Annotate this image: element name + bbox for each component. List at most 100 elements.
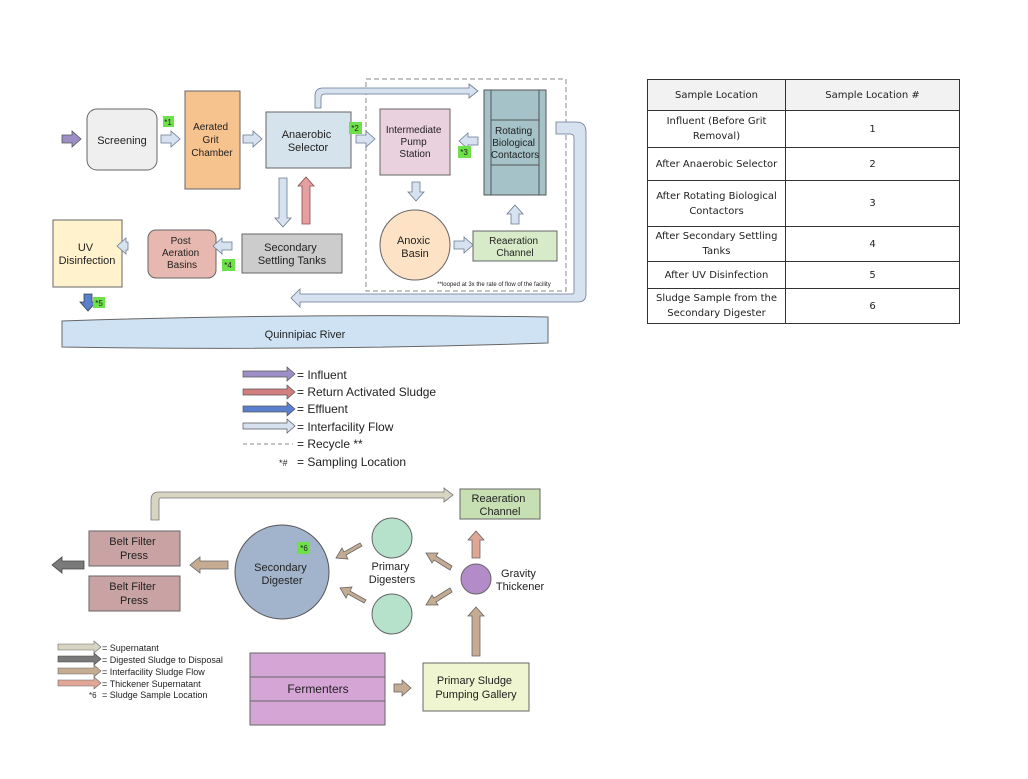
legend-disposal-label: = Digested Sludge to Disposal <box>102 655 223 665</box>
anaerobic-selector-box <box>265 111 352 169</box>
primary-digester-bottom-circle <box>371 593 413 635</box>
legend-sampling-label: = Sampling Location <box>297 455 406 469</box>
table-row: After Anaerobic Selector 2 <box>647 147 960 181</box>
gravity-thickener-circle <box>460 563 492 595</box>
legend-influent-swatch <box>242 366 296 382</box>
sample-tags-top: *1 *2 *3 *4 *5 <box>93 116 471 308</box>
tag-6-box <box>297 542 310 554</box>
legend-recycle-label: = Recycle ** <box>297 437 363 451</box>
table-row: Sludge Sample from the Secondary Digeste… <box>647 288 960 324</box>
anoxic-basin-circle <box>379 209 451 281</box>
legend-disposal-swatch <box>57 652 102 666</box>
table-row: After UV Disinfection 5 <box>647 261 960 289</box>
tag-1: *1 <box>164 118 172 127</box>
pump-station-label: Intermediate Pump Station <box>386 125 444 160</box>
pump-station-box <box>379 108 451 176</box>
primary-digester-top-circle <box>371 517 413 559</box>
influent-arrow <box>61 130 82 148</box>
legend-effluent-swatch <box>242 401 296 417</box>
legend-sludge-flow-label: = Interfacility Sludge Flow <box>102 667 205 677</box>
legend-sludge-flow-swatch <box>57 664 102 678</box>
table-header-location: Sample Location <box>647 79 786 111</box>
post-aeration-box <box>147 229 217 279</box>
table-cell-number: 5 <box>785 261 960 289</box>
table-cell-location: Influent (Before Grit Removal) <box>647 110 786 148</box>
belt-filter-press-2-box <box>88 575 181 612</box>
tag-3: *3 <box>460 148 468 157</box>
thickener-supernatant-arrow <box>467 530 485 559</box>
legend-interfacility-swatch <box>242 418 296 434</box>
recycle-note: **looped at 3x the rate of flow of the f… <box>437 282 550 288</box>
table-cell-location: After Anaerobic Selector <box>647 147 786 181</box>
reaeration-channel-label: Reaeration Channel <box>489 236 541 259</box>
primary-sludge-label: Primary Sludge Pumping Gallery <box>435 675 517 701</box>
reaeration-channel-box <box>472 230 558 262</box>
secondary-digester-label: Secondary Digester <box>254 562 310 587</box>
belt-filter-press-1-label: Belt Filter Press <box>109 536 159 562</box>
legend-top: = Influent = Return Activated Sludge = E… <box>242 366 436 469</box>
table-cell-number: 4 <box>785 226 960 262</box>
table-cell-number: 1 <box>785 110 960 148</box>
primary-digesters-label: Primary Digesters <box>369 561 416 586</box>
secondary-settling-box <box>241 233 343 274</box>
table-cell-location: After Secondary Settling Tanks <box>647 226 786 262</box>
tag-6: *6 <box>300 544 308 553</box>
legend-effluent-label: = Effluent <box>297 402 348 416</box>
uv-disinfection-label: UV Disinfection <box>59 242 116 267</box>
table-header-number: Sample Location # <box>785 79 960 111</box>
return-activated-sludge-arrow <box>297 176 315 225</box>
reaeration-channel-bottom-box <box>459 488 541 520</box>
interfacility-flow-arrows <box>116 83 587 308</box>
legend-influent-label: = Influent <box>297 368 347 382</box>
grit-chamber-box <box>184 90 241 190</box>
legend-sampling-marker: *# <box>279 458 288 468</box>
screening-box <box>86 108 158 171</box>
legend-ras-swatch <box>242 384 296 400</box>
legend-thickener-label: = Thickener Supernatant <box>102 679 201 689</box>
primary-sludge-box <box>422 662 530 712</box>
table-cell-number: 2 <box>785 147 960 181</box>
table-header-row: Sample Location Sample Location # <box>647 79 960 111</box>
anoxic-basin-label: Anoxic Basin <box>397 235 433 260</box>
supernatant-arrow <box>150 487 454 521</box>
table-cell-number: 6 <box>785 288 960 324</box>
legend-bottom: = Supernatant = Digested Sludge to Dispo… <box>57 640 223 700</box>
table-row: Influent (Before Grit Removal) 1 <box>647 110 960 148</box>
legend-interfacility-label: = Interfacility Flow <box>297 420 394 434</box>
table-cell-location: Sludge Sample from the Secondary Digeste… <box>647 288 786 324</box>
tag-2: *2 <box>351 124 359 133</box>
rbc-box <box>483 89 547 196</box>
belt-filter-press-1-box <box>88 530 181 567</box>
gravity-thickener-label: Gravity Thickener <box>496 568 545 593</box>
recycle-loop-box <box>365 78 567 292</box>
table-cell-location: After UV Disinfection <box>647 261 786 289</box>
sludge-flow-arrow-to-press <box>189 556 229 574</box>
legend-sample-label: = Sludge Sample Location <box>102 690 207 700</box>
rbc-label: Rotating Biological Contactors <box>491 126 539 161</box>
disposal-arrow <box>51 556 85 574</box>
legend-thickener-swatch <box>57 676 102 690</box>
reaeration-channel-bottom-label: Reaeration Channel <box>472 493 529 518</box>
table-cell-location: After Rotating Biological Contactors <box>647 180 786 227</box>
interfacility-sludge-arrows <box>335 542 485 697</box>
anaerobic-selector-label: Anaerobic Selector <box>282 129 335 154</box>
river-shape <box>61 315 549 349</box>
river-label: Quinnipiac River <box>265 329 346 341</box>
tag-4: *4 <box>224 261 232 270</box>
effluent-arrow <box>79 293 97 312</box>
uv-disinfection-box <box>52 219 123 288</box>
table-row: After Secondary Settling Tanks 4 <box>647 226 960 262</box>
fermenters-box <box>249 652 386 726</box>
legend-ras-label: = Return Activated Sludge <box>297 385 436 399</box>
legend-supernatant-label: = Supernatant <box>102 643 159 653</box>
post-aeration-label: Post Aeration Basins <box>162 236 202 271</box>
grit-chamber-label: Aerated Grit Chamber <box>191 122 233 159</box>
belt-filter-press-2-label: Belt Filter Press <box>109 581 159 607</box>
table-cell-number: 3 <box>785 180 960 227</box>
screening-label: Screening <box>97 135 147 147</box>
sample-location-table: Sample Location Sample Location # Influe… <box>647 79 960 324</box>
secondary-settling-label: Secondary Settling Tanks <box>258 242 327 267</box>
tag-5: *5 <box>95 299 103 308</box>
